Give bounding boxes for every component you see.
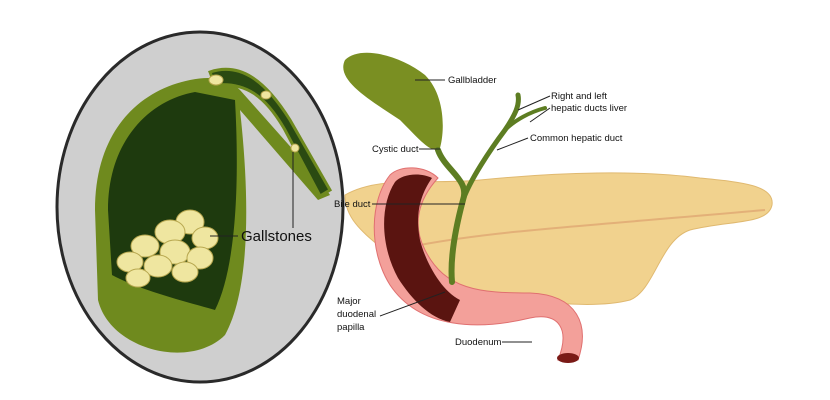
duodenum (373, 167, 583, 361)
bile-duct-label: Bile duct (334, 199, 371, 210)
papilla-label-line1: Major (337, 296, 361, 307)
gallbladder (343, 52, 443, 150)
duodenum-label: Duodenum (455, 337, 502, 348)
duodenum-opening (557, 353, 579, 363)
hepatic-ducts-label-line1: Right and left (551, 91, 607, 102)
gallstones (116, 74, 300, 288)
gallbladder-label: Gallbladder (448, 75, 497, 86)
duodenum-interior (384, 174, 460, 322)
cystic-duct-label: Cystic duct (372, 144, 419, 155)
hepatic-duct-branch (503, 106, 547, 132)
hepatic-ducts-label-line2: hepatic ducts liver (551, 103, 627, 114)
gallstones-label: Gallstones (241, 228, 312, 245)
gallstones-inset: Gallstones (55, 30, 345, 384)
common-hepatic-duct-label: Common hepatic duct (530, 133, 623, 144)
papilla-label-line3: papilla (337, 322, 365, 333)
papilla-label-line2: duodenal (337, 309, 376, 320)
